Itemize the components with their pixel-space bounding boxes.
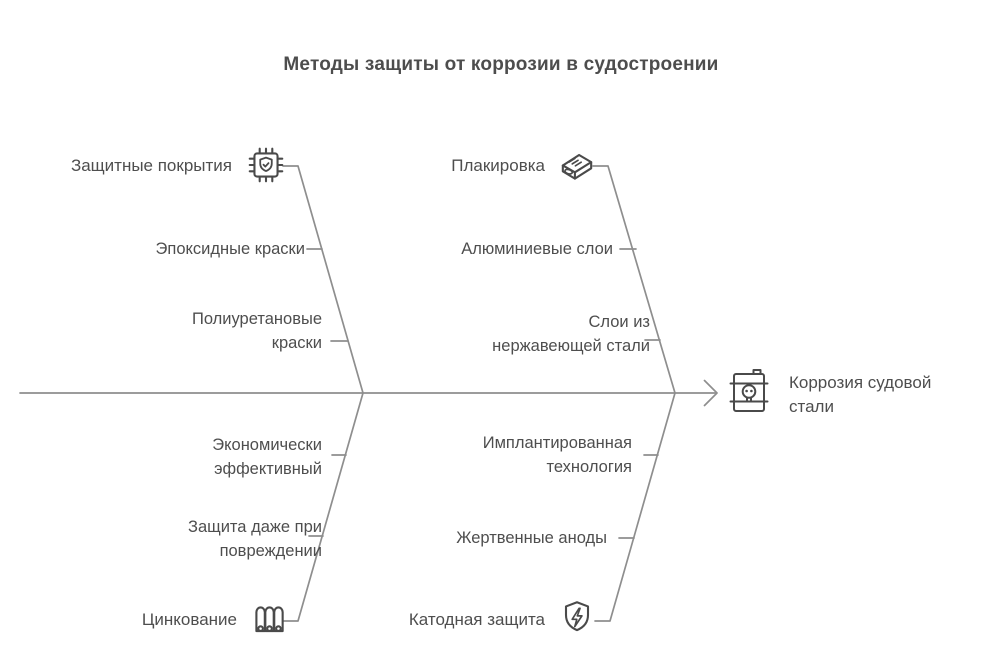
- branch-label-galvanizing: Цинкование: [141, 610, 237, 629]
- sub-cause-label-cost-effective: Экономически эффективный: [212, 436, 322, 478]
- sub-cause-label-stainless-layers: Слои из нержавеющей стали: [492, 313, 650, 355]
- branch-line-bottom-right: [594, 392, 676, 622]
- branch-line-top-right: [592, 165, 676, 394]
- sub-cause-label-epoxy-paints: Эпоксидные краски: [155, 240, 305, 258]
- branch-label-cathodic-protection: Катодная защита: [408, 610, 545, 629]
- effect-label: Коррозия судовой стали: [789, 373, 932, 416]
- sub-cause-label-aluminum-layers: Алюминиевые слои: [461, 240, 613, 258]
- toxic-barrel-icon: [727, 365, 771, 415]
- sub-cause-ticks: [306, 248, 661, 539]
- sub-cause-label-protection-when-damaged: Защита даже при повреждении: [188, 518, 322, 560]
- metal-ingot-icon: [556, 145, 598, 187]
- branch-label-protective-coatings: Защитные покрытия: [70, 156, 232, 175]
- diagram-title: Методы защиты от коррозии в судостроении: [283, 54, 719, 75]
- sub-cause-label-polyurethane-paints: Полиуретановые краски: [191, 310, 322, 352]
- sub-cause-label-implanted-technology: Имплантированная технология: [482, 434, 632, 476]
- spine-arrowhead: [703, 379, 718, 407]
- shield-lightning-icon: [556, 597, 598, 641]
- branch-line-top-left: [282, 165, 364, 394]
- branch-line-bottom-left: [282, 392, 364, 622]
- sub-cause-label-sacrificial-anodes: Жертвенные аноды: [456, 529, 607, 547]
- security-chip-icon: [245, 144, 287, 186]
- branch-label-cladding: Плакировка: [451, 156, 545, 175]
- anode-tubes-icon: [248, 598, 290, 640]
